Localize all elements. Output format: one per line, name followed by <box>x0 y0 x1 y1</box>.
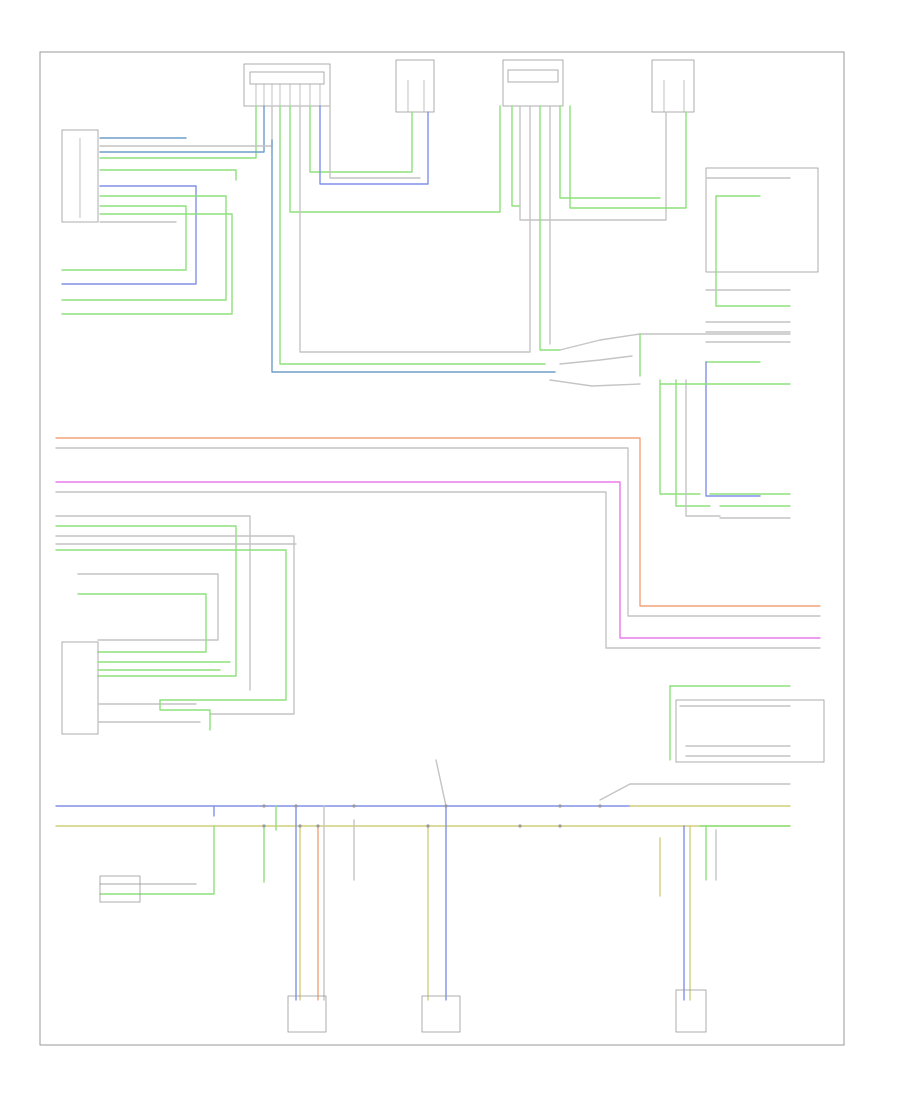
bottom-connector-left <box>287 995 327 1033</box>
wire-green <box>559 105 661 199</box>
wire-grey <box>299 105 531 353</box>
wire-green <box>569 105 687 209</box>
bottom-left-module <box>99 875 141 903</box>
wire-grey <box>55 535 295 715</box>
top-left-connector <box>243 63 331 107</box>
wire-green <box>289 105 501 213</box>
wire-green <box>511 105 521 207</box>
right-upper-connector <box>705 167 819 273</box>
wire-green <box>675 379 711 507</box>
wire-pink <box>55 481 821 639</box>
wire-blue <box>705 361 761 497</box>
wire-green <box>61 195 227 301</box>
wire-blue <box>319 105 429 185</box>
wire-green <box>539 105 561 351</box>
wire-green <box>159 699 211 731</box>
wire-green <box>279 105 546 365</box>
top-right-left-connector <box>502 59 564 107</box>
wire-grey <box>99 105 273 147</box>
wire-green <box>99 105 257 159</box>
wire-steel <box>271 139 556 373</box>
wire-grey <box>435 759 447 807</box>
wire-grey <box>55 515 251 691</box>
wire-grey <box>685 379 721 517</box>
wire-green <box>55 549 287 701</box>
wire-grey <box>549 379 641 387</box>
left-middle-connector <box>61 641 99 735</box>
wire-grey <box>55 491 821 649</box>
wire-green <box>99 825 215 895</box>
wire-grey <box>559 333 791 351</box>
splice-points <box>262 804 602 828</box>
left-upper-connector <box>61 129 99 223</box>
wire-grey <box>559 355 633 365</box>
top-middle-connector <box>395 59 435 113</box>
wire-green <box>309 105 413 173</box>
wire-green <box>55 525 237 677</box>
diagram-frame <box>39 51 845 1046</box>
wire-grey <box>77 573 219 641</box>
wire-green <box>99 169 237 181</box>
bottom-connector-right <box>675 989 707 1033</box>
wire-green <box>77 593 207 653</box>
top-right-connector <box>651 59 695 113</box>
bottom-connector-middle <box>421 995 461 1033</box>
center-switch <box>549 333 791 387</box>
wire-grey <box>329 105 421 179</box>
wire-grey <box>599 783 631 801</box>
wire-green <box>61 205 187 271</box>
wire-green <box>659 379 701 495</box>
wire-green <box>61 213 233 315</box>
wire-grey <box>55 447 821 617</box>
wire-orange <box>55 437 821 607</box>
wire-blue <box>61 185 197 285</box>
wire-steel <box>99 105 265 153</box>
wire-grey <box>519 105 667 221</box>
wire-green <box>715 195 791 307</box>
right-lower-connector <box>675 699 825 763</box>
